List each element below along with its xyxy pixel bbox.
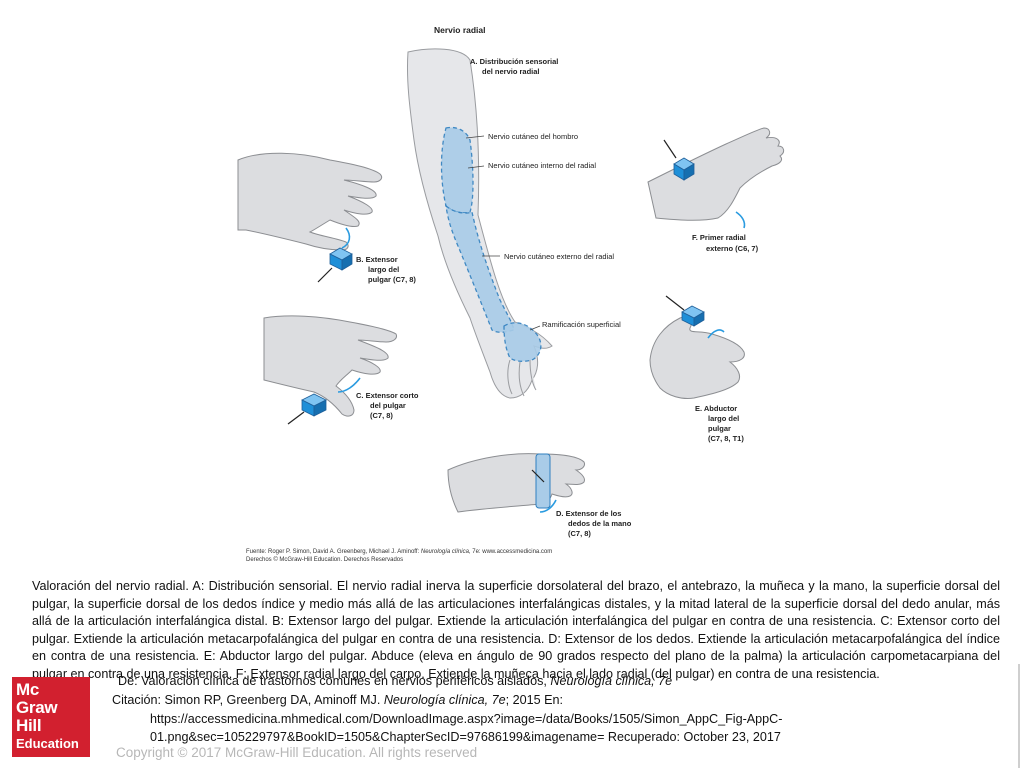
- sensory-zone-shoulder: [440, 126, 474, 214]
- label-external: Nervio cutáneo externo del radial: [504, 252, 614, 261]
- test-c-illustration: [263, 315, 397, 425]
- test-b-illustration: [237, 152, 383, 283]
- cube-b: [329, 247, 353, 271]
- radial-nerve-figure: Nervio radial A. Distribución sensorial …: [237, 25, 785, 563]
- label-e-line4: (C7, 8, T1): [708, 434, 744, 443]
- copyright-notice: Copyright © 2017 McGraw-Hill Education. …: [116, 745, 478, 760]
- label-d-line3: (C7, 8): [568, 529, 591, 538]
- label-b-line1: B. Extensor: [356, 255, 398, 264]
- label-e-line3: pulgar: [708, 424, 731, 433]
- label-d-line1: D. Extensor de los: [556, 509, 621, 518]
- sensory-zone-hand: [503, 322, 542, 362]
- test-f-illustration: [647, 127, 785, 229]
- label-c-line1: C. Extensor corto: [356, 391, 419, 400]
- label-e-line1: E. Abductor: [695, 404, 737, 413]
- label-c-line3: (C7, 8): [370, 411, 393, 420]
- test-e-illustration: [649, 295, 745, 399]
- citation-url-line2[interactable]: 01.png&sec=105229797&BookID=1505&Chapter…: [150, 730, 781, 744]
- label-superficial: Ramificación superficial: [542, 320, 621, 329]
- figure-title: Nervio radial: [434, 25, 486, 35]
- cube-f: [673, 157, 695, 181]
- citation-from: De: Valoración clínica de trastornos com…: [118, 674, 673, 688]
- label-a-line1: A. Distribución sensorial: [470, 57, 558, 66]
- label-internal: Nervio cutáneo interno del radial: [488, 161, 596, 170]
- cube-c: [301, 393, 327, 417]
- label-b-line3: pulgar (C7, 8): [368, 275, 416, 284]
- logo-line1: Mc: [16, 680, 40, 699]
- logo-line4: Education: [16, 736, 79, 751]
- label-b-line2: largo del: [368, 265, 399, 274]
- test-d-illustration: [447, 453, 585, 513]
- label-e-line2: largo del: [708, 414, 739, 423]
- figure-source: Fuente: Roger P. Simon, David A. Greenbe…: [246, 549, 552, 555]
- figure-caption: Valoración del nervio radial. A: Distrib…: [32, 579, 1000, 681]
- slide-divider: [1018, 664, 1020, 768]
- label-f-line1: F. Primer radial: [692, 233, 746, 242]
- logo-line3: Hill: [16, 716, 42, 735]
- logo-line2: Graw: [16, 698, 58, 717]
- sensory-zone-forearm: [445, 204, 515, 333]
- citation-url-line1[interactable]: https://accessmedicina.mhmedical.com/Dow…: [150, 712, 783, 726]
- label-c-line2: del pulgar: [370, 401, 406, 410]
- label-a-line2: del nervio radial: [482, 67, 540, 76]
- arm-illustration: [406, 48, 553, 399]
- figure-rights: Derechos © McGraw-Hill Education. Derech…: [246, 556, 403, 563]
- label-d-line2: dedos de la mano: [568, 519, 632, 528]
- label-shoulder: Nervio cutáneo del hombro: [488, 132, 578, 141]
- label-f-line2: externo (C6, 7): [706, 244, 759, 253]
- cube-e: [681, 305, 705, 327]
- citation-cite: Citación: Simon RP, Greenberg DA, Aminof…: [112, 693, 564, 707]
- mcgraw-hill-logo: Mc Graw Hill Education: [12, 677, 90, 757]
